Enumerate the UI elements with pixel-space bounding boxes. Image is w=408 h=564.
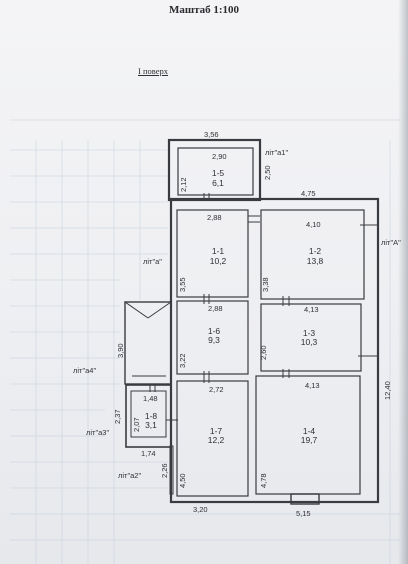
dimension-labels: 3,56 2,90 2,50 2,12 4,75 4,10 2,88 3,55 … [113,130,392,518]
room-area: 6,1 [212,178,224,188]
dimension: 4,75 [301,189,316,198]
outer-wall-a3 [125,384,172,448]
dimension: 2,90 [212,152,227,161]
letter-label: літ"а3" [86,428,109,437]
dimension: 2,72 [209,385,224,394]
walls [124,138,380,505]
dimension: 1,74 [141,449,156,458]
dimension: 3,90 [116,343,125,358]
dimension: 3,56 [204,130,219,139]
dimension: 5,15 [296,509,311,518]
dimension: 2,12 [179,177,188,192]
room-area: 12,2 [208,435,225,445]
dimension: 4,78 [259,473,268,488]
room-area: 13,8 [307,256,324,266]
dimension: 2,88 [208,304,223,313]
letter-label: літ"а2" [118,471,141,480]
dimension: 3,22 [178,353,187,368]
dimension: 2,26 [160,463,169,478]
room-outline [177,147,254,196]
floor-label: I поверх [138,66,168,76]
letter-labels: літ"а1" літ"А" літ"а" літ"а4" літ"а3" лі… [73,148,401,480]
room-id: 1-8 [145,411,158,421]
dimension: 3,38 [261,277,270,292]
room-area: 10,2 [210,256,227,266]
dimension: 2,88 [207,213,222,222]
dimension: 4,13 [304,305,319,314]
dimension: 2,50 [263,165,272,180]
dimension: 4,50 [178,473,187,488]
dimension: 2,37 [113,409,122,424]
room-id: 1-2 [309,246,322,256]
bottom-niche [290,493,320,505]
outer-wall-main [169,197,380,504]
room-id: 1-4 [303,426,316,436]
room-id: 1-5 [212,168,225,178]
dimension: 1,48 [143,394,158,403]
room-area: 19,7 [301,435,318,445]
room-outline [260,303,362,372]
dimension: 4,10 [306,220,321,229]
room-outline [176,209,249,298]
letter-label: літ"а1" [265,148,288,157]
outer-wall-a2 [169,445,174,495]
room-area: 10,3 [301,337,318,347]
room-area: 9,3 [208,335,220,345]
background-grid [10,119,400,564]
room-outline [130,390,167,438]
room-id: 1-1 [212,246,225,256]
room-id: 1-3 [303,328,316,338]
room-id: 1-7 [210,426,223,436]
room-labels: 1-5 6,1 1-1 10,2 1-2 13,8 1-6 9,3 1-3 10… [145,168,324,445]
letter-label: літ"а4" [73,366,96,375]
room-id: 1-6 [208,326,221,336]
dimension: 12,40 [383,381,392,400]
letter-label: літ"а" [143,257,162,266]
dimension: 2,07 [132,417,141,432]
dimension: 3,20 [193,505,208,514]
scale-title: Маштаб 1:100 [168,4,240,16]
room-outline [260,209,365,300]
room-outline [176,300,249,375]
room-area: 3,1 [145,420,157,430]
letter-label: літ"А" [381,238,401,247]
dimension: 2,60 [259,345,268,360]
outer-wall-a4 [124,301,172,385]
room-outline [176,380,249,497]
page-edge-shadow [398,0,408,564]
dimension: 3,55 [178,277,187,292]
dimension: 4,13 [305,381,320,390]
